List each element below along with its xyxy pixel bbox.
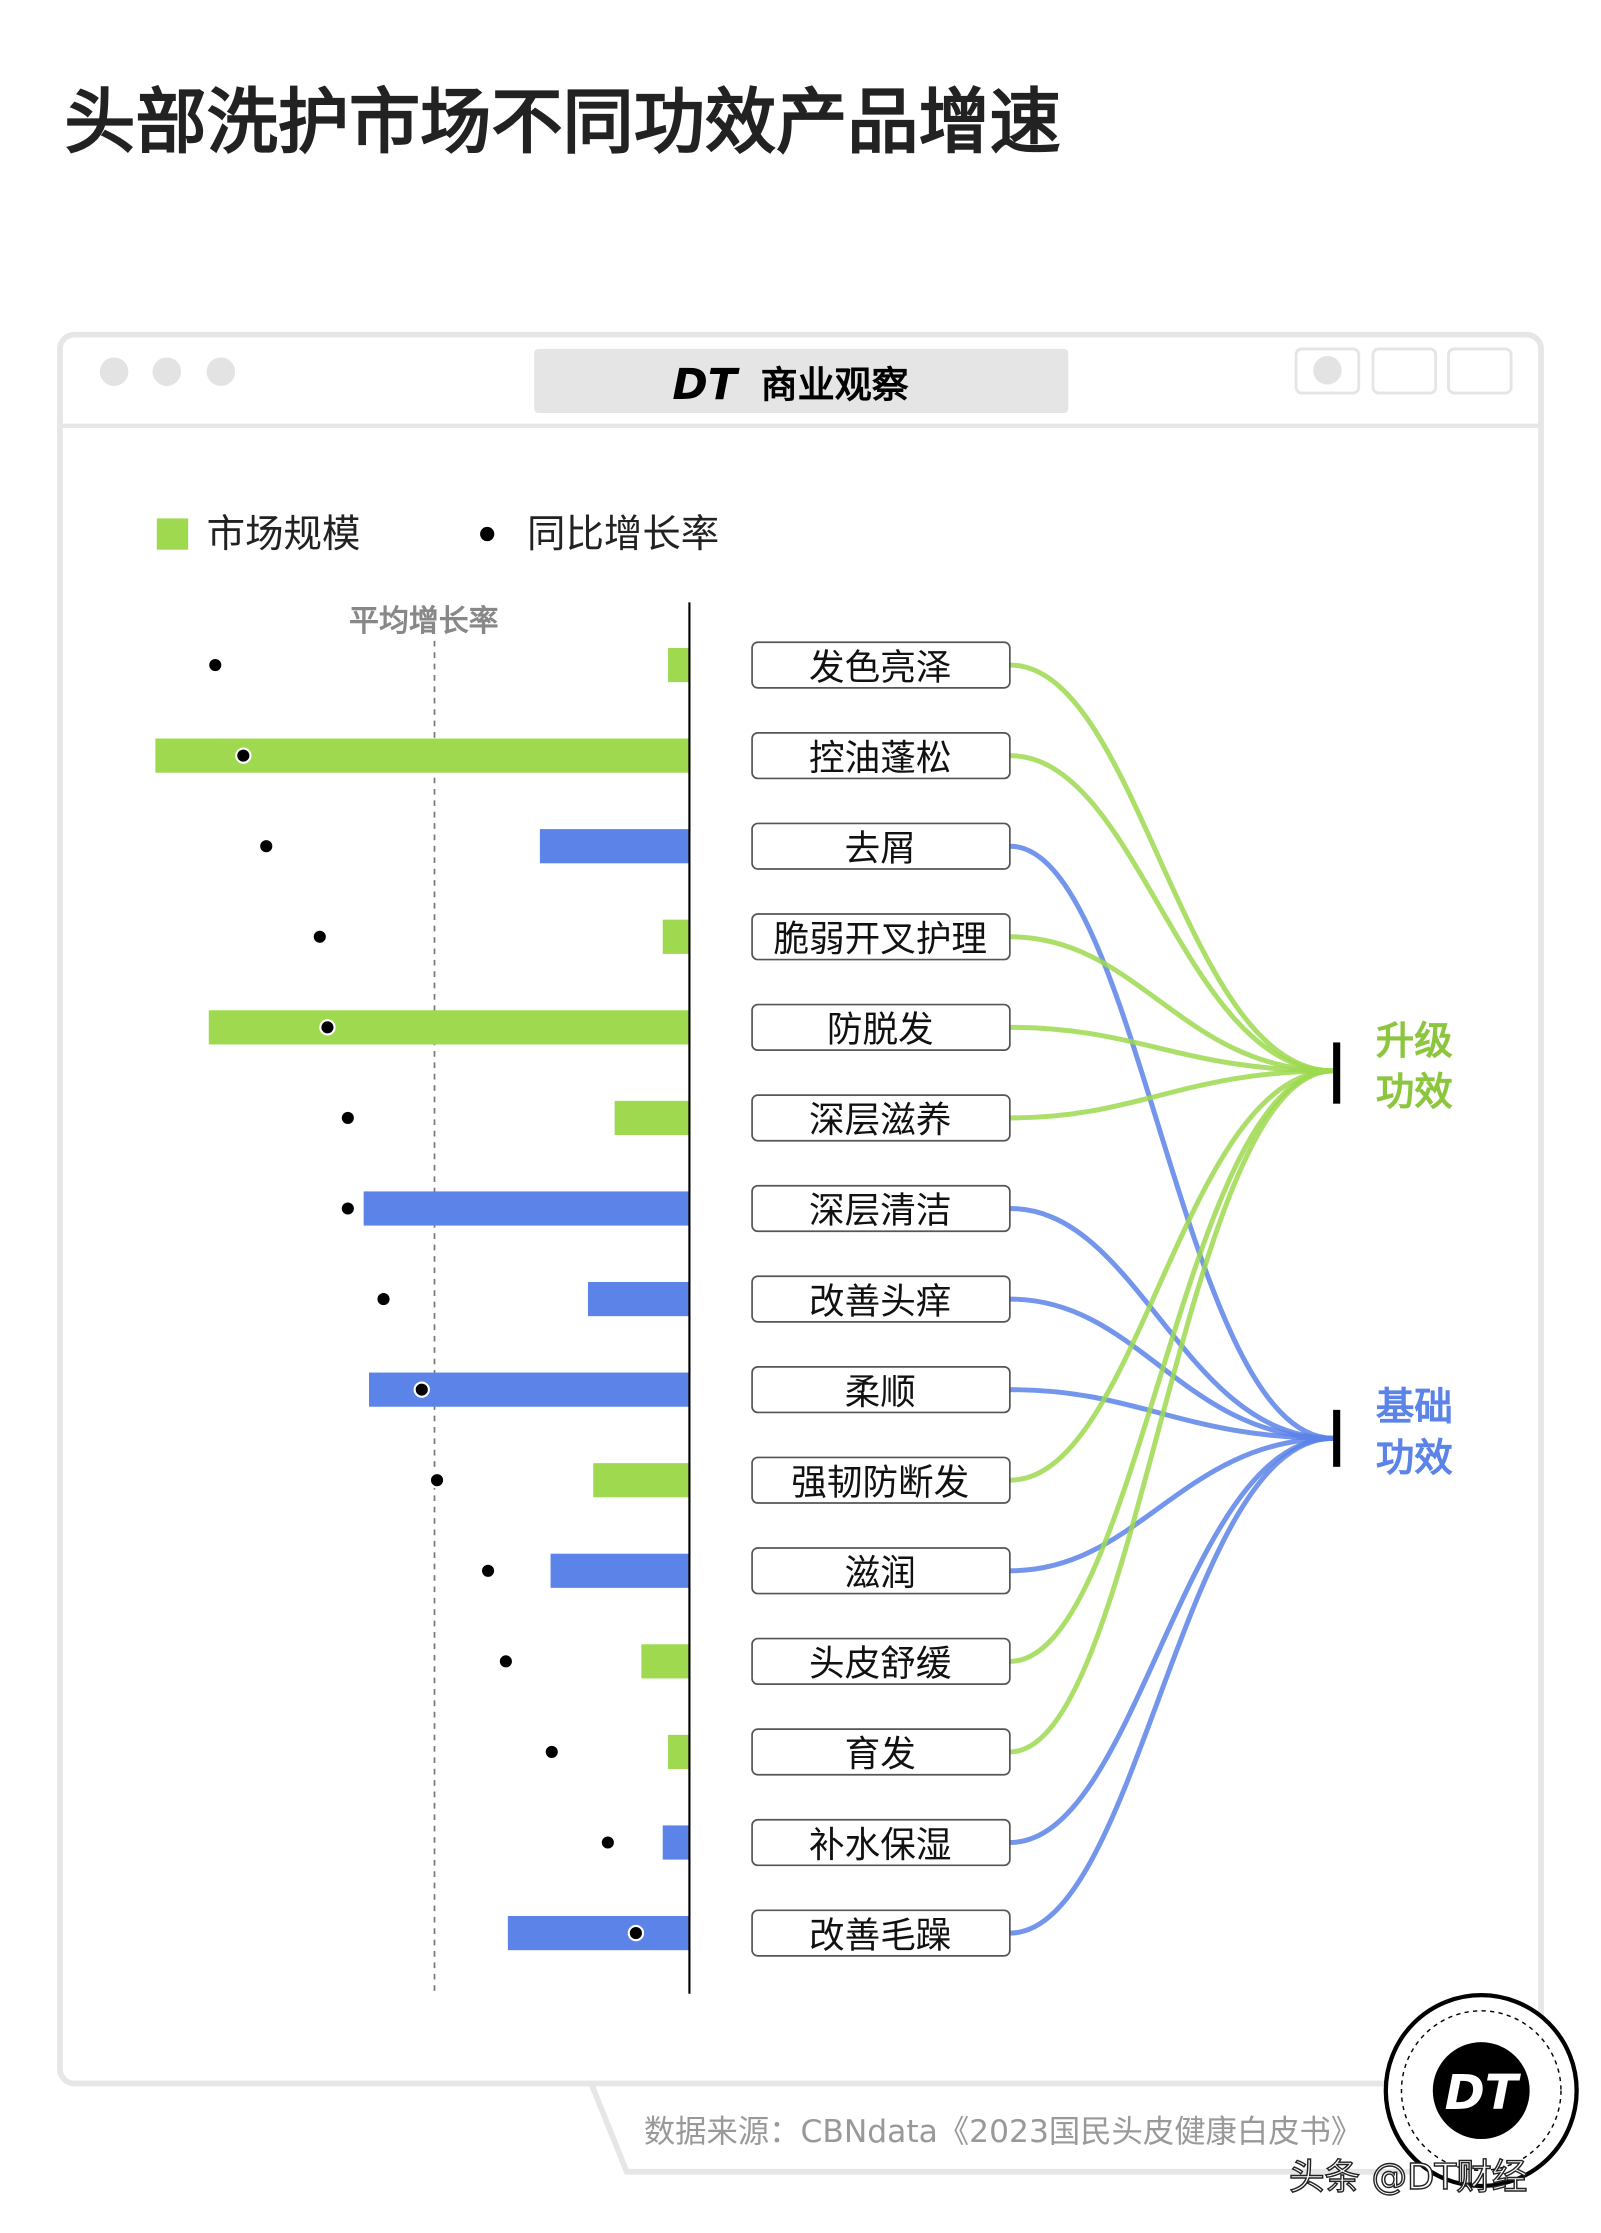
category-label: 深层清洁 [809, 1191, 951, 1232]
link-upgrade [1009, 934, 1334, 1074]
copy-icon[interactable] [1447, 347, 1513, 395]
bar-market-size [614, 1100, 690, 1136]
bar-market-size [550, 1553, 690, 1588]
category-label: 育发 [845, 1734, 916, 1775]
dot-growth-rate [339, 1109, 357, 1127]
bar-market-size [593, 1463, 690, 1498]
bar-market-size [363, 1191, 690, 1226]
dot-growth-rate [479, 1562, 497, 1579]
share-icon[interactable] [1371, 347, 1438, 395]
link-basic [1009, 1435, 1334, 1846]
bar-market-size [662, 919, 690, 954]
category-label: 改善头痒 [809, 1281, 951, 1322]
category-label: 去屑 [845, 828, 916, 869]
link-upgrade [1009, 662, 1334, 1074]
record-dot [1313, 356, 1342, 385]
minimize-icon[interactable] [152, 357, 182, 386]
legend-label-growth: 同比增长率 [527, 512, 719, 557]
category-box [751, 822, 1011, 870]
category-label: 柔顺 [845, 1372, 916, 1413]
category-label: 防脱发 [827, 1010, 934, 1051]
footer-tab [588, 2082, 1411, 2175]
legend-swatch-market-size [156, 518, 189, 550]
category-box [751, 1275, 1011, 1323]
category-box [751, 1094, 1011, 1142]
stamp-dashed [1400, 2010, 1562, 2172]
category-box [751, 1818, 1011, 1867]
bar-market-size [668, 647, 690, 683]
category-label: 滋润 [845, 1553, 916, 1594]
bar-market-size [507, 1915, 690, 1951]
category-box [751, 1366, 1011, 1414]
category-box [751, 1547, 1011, 1595]
category-label: 脆弱开叉护理 [773, 919, 987, 960]
credit-watermark: 头条 @DT财经 [1289, 2157, 1527, 2198]
stamp-logo-text: DT [1445, 2065, 1522, 2121]
dot-growth-rate [428, 1472, 446, 1489]
link-basic [1009, 1206, 1334, 1441]
link-upgrade [1009, 1068, 1334, 1755]
category-box [751, 1456, 1011, 1504]
link-basic [1009, 1435, 1334, 1574]
dot-growth-rate [599, 1834, 617, 1851]
group-label-basic: 基础功效 [1375, 1385, 1453, 1482]
category-box [751, 641, 1011, 689]
dot-growth-rate [627, 1924, 645, 1942]
category-box [751, 913, 1011, 961]
brand-name: 商业观察 [761, 363, 909, 406]
dot-growth-rate [497, 1653, 515, 1670]
category-label: 头皮舒缓 [809, 1644, 951, 1685]
category-label: 控油蓬松 [809, 738, 951, 779]
dot-growth-rate [311, 928, 328, 945]
group-bracket-basic [1333, 1409, 1341, 1467]
title-bar [534, 348, 1069, 413]
data-source: 数据来源：CBNdata《2023国民头皮健康白皮书》 [644, 2114, 1362, 2150]
bar-market-size [208, 1010, 690, 1045]
link-basic [1009, 1435, 1334, 1936]
category-label: 补水保湿 [809, 1825, 951, 1866]
link-upgrade [1009, 1024, 1334, 1074]
link-upgrade [1009, 1068, 1334, 1121]
category-label: 改善毛躁 [809, 1915, 951, 1956]
bar-market-size [662, 1825, 690, 1860]
stamp-logo [1432, 2042, 1530, 2140]
link-upgrade [1009, 1068, 1334, 1483]
category-label: 强韧防断发 [791, 1462, 969, 1503]
category-label: 深层滋养 [809, 1100, 951, 1141]
page-title: 头部洗护市场不同功效产品增速 [64, 81, 1061, 164]
group-label-upgrade: 升级功效 [1375, 1019, 1453, 1116]
brand-logo: DT [672, 360, 739, 410]
dot-growth-rate [319, 1019, 336, 1036]
dot-growth-rate [235, 747, 252, 764]
category-box [751, 1728, 1011, 1776]
link-upgrade [1009, 753, 1334, 1074]
block-icon[interactable] [206, 357, 236, 386]
bar-market-size [539, 829, 690, 864]
category-label: 发色亮泽 [809, 647, 951, 688]
link-basic [1009, 843, 1334, 1441]
bar-market-size [641, 1644, 690, 1679]
category-box [751, 731, 1011, 780]
category-box [751, 1637, 1011, 1686]
dot-growth-rate [543, 1743, 560, 1761]
bar-market-size [668, 1734, 690, 1770]
close-icon[interactable] [99, 357, 129, 386]
legend-dot-growth [480, 526, 495, 542]
dot-growth-rate [207, 656, 224, 674]
dot-growth-rate [375, 1290, 392, 1308]
category-box [751, 1184, 1011, 1233]
legend-label-market-size: 市场规模 [207, 512, 361, 557]
bar-market-size [587, 1281, 690, 1317]
link-upgrade [1009, 1068, 1334, 1664]
dot-growth-rate [413, 1381, 430, 1398]
group-bracket-upgrade [1333, 1042, 1341, 1104]
dot-growth-rate [339, 1200, 357, 1217]
category-box [751, 1909, 1011, 1957]
category-box [751, 1003, 1011, 1051]
dot-growth-rate [258, 838, 275, 855]
avg-line-label: 平均增长率 [349, 604, 498, 639]
